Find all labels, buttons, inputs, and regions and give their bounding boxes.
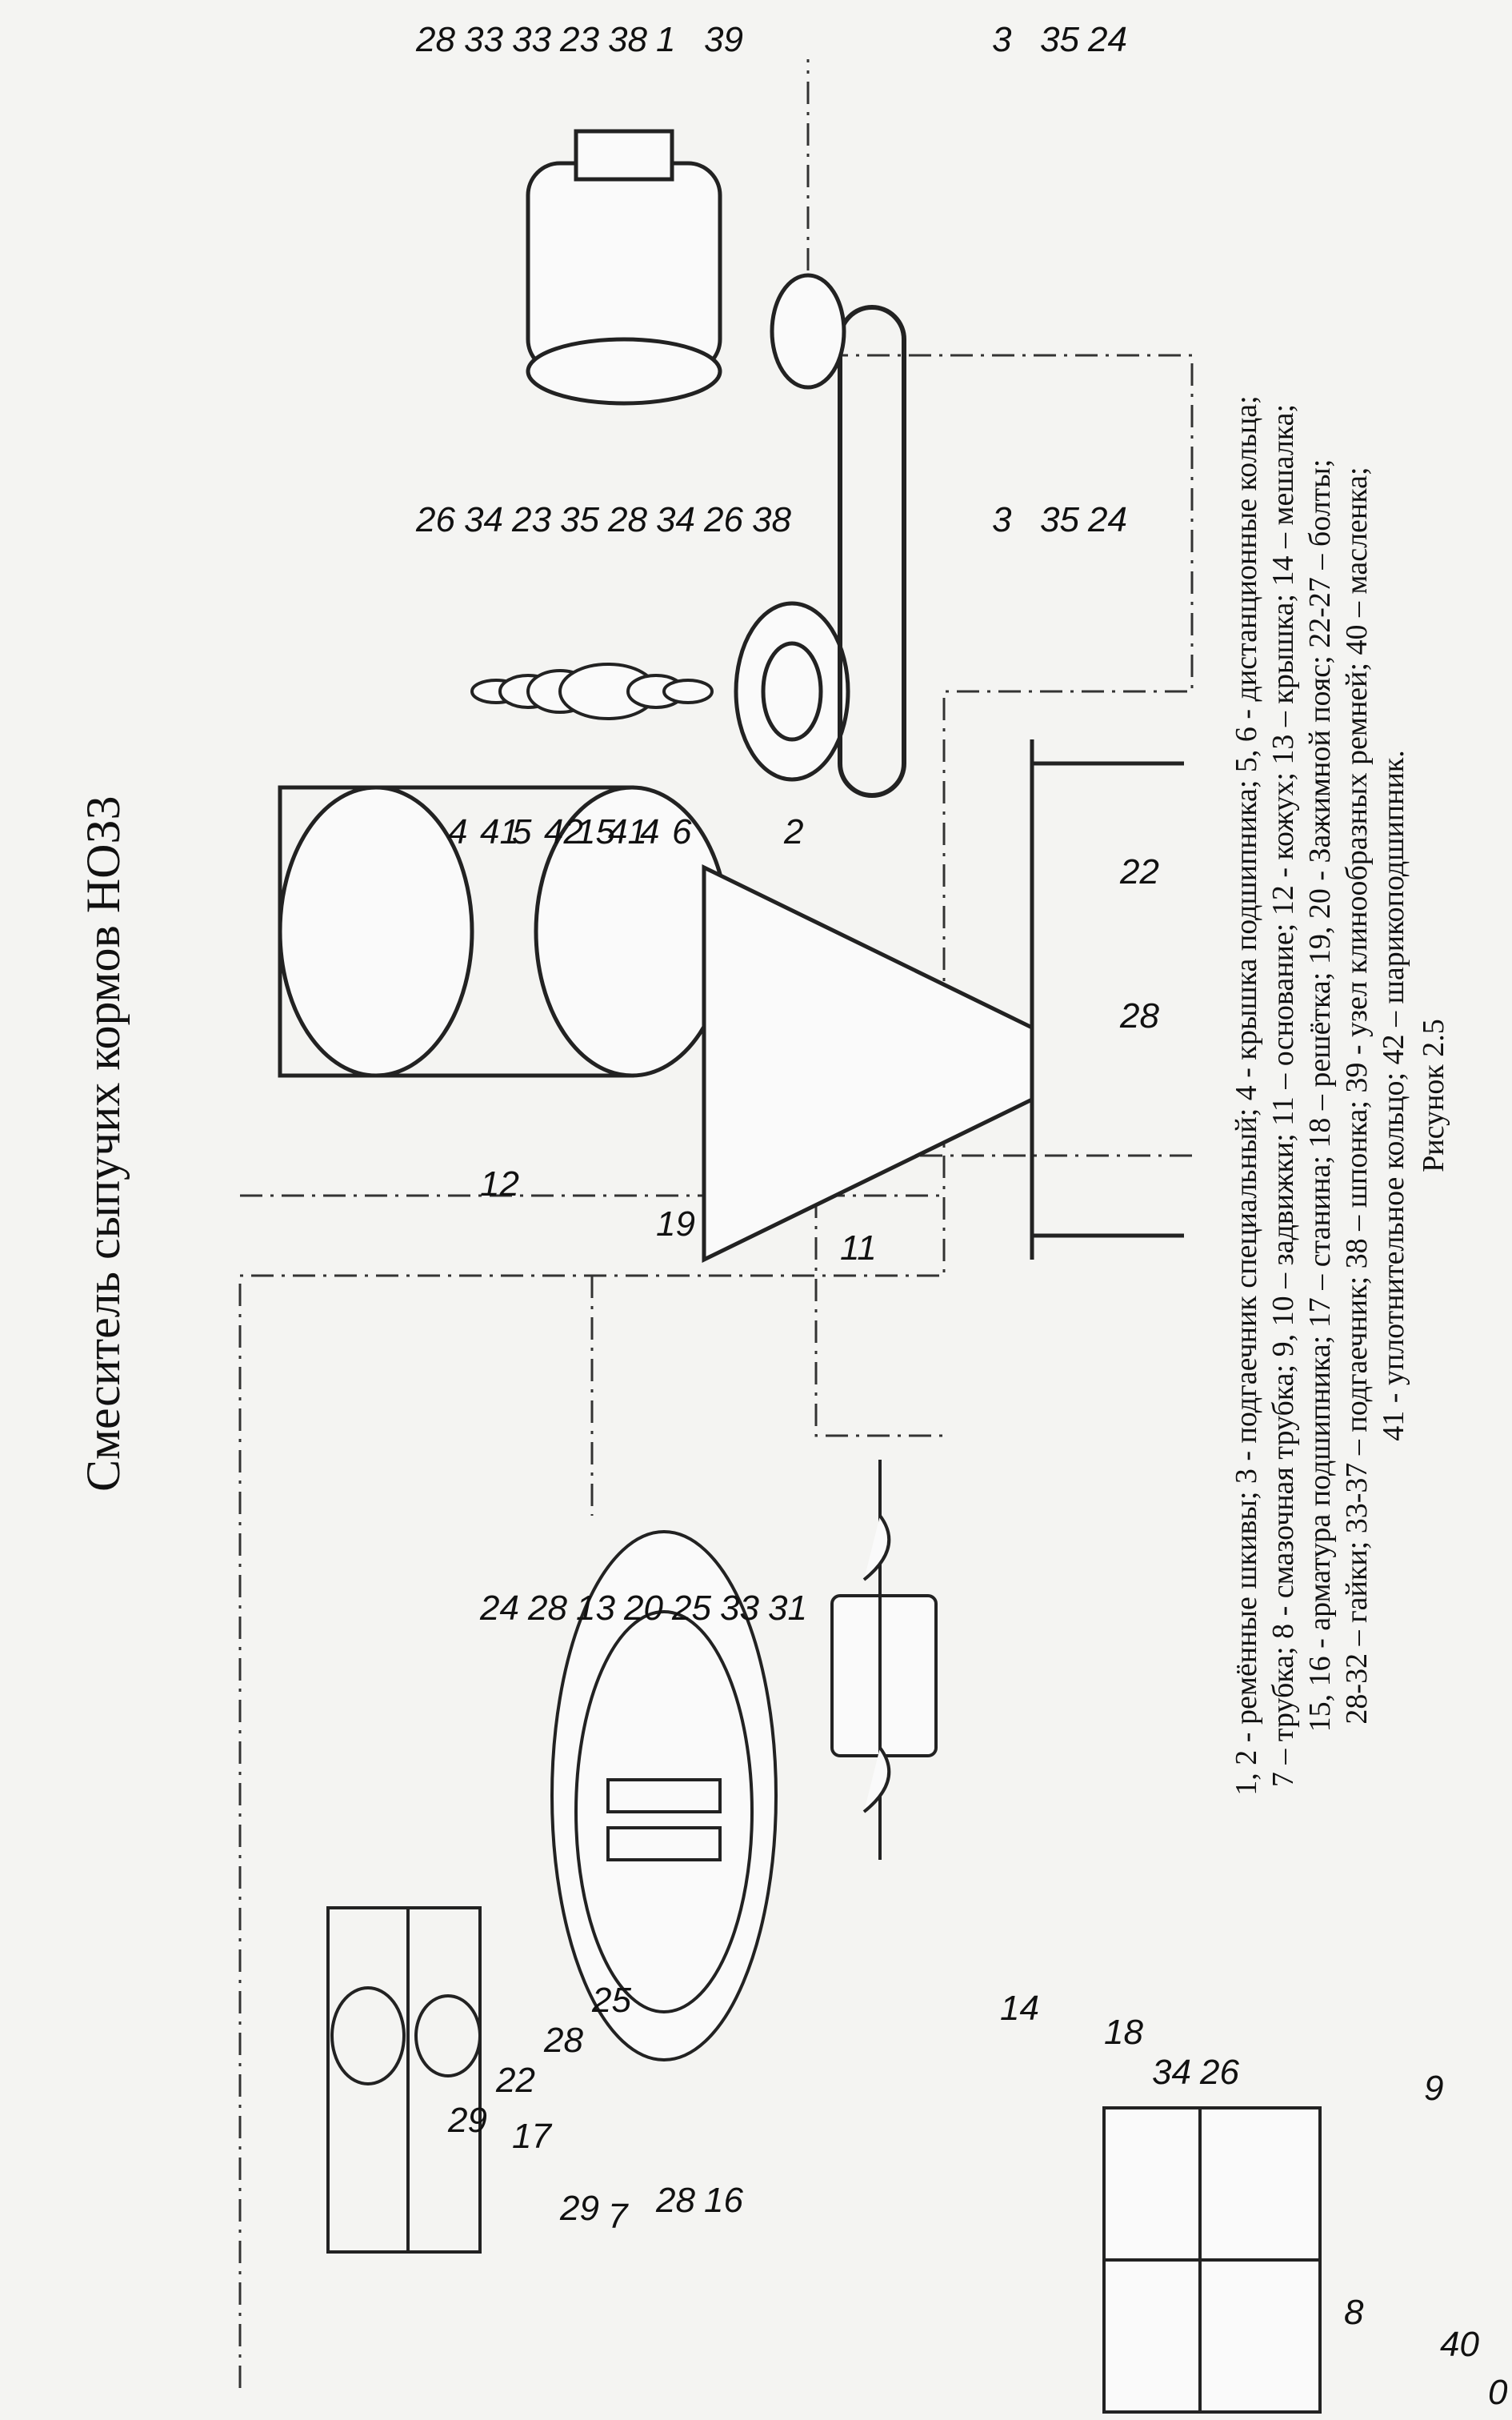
part-label-28: 28 — [655, 2181, 695, 2220]
part-label-24: 24 — [479, 1589, 519, 1628]
part-label-18: 18 — [1104, 2013, 1143, 2052]
part-label-28e: 28 — [607, 500, 647, 539]
bearing-stack — [470, 663, 714, 720]
mixer-14 — [830, 1460, 938, 1860]
part-label-26: 26 — [415, 500, 455, 539]
part-labels: 17 29 7 28 16 29 22 28 25 24 28 13 20 25… — [415, 20, 1508, 2412]
belt-39 — [838, 305, 906, 798]
part-label-38b: 38 — [608, 20, 647, 59]
motor — [526, 129, 846, 406]
part-label-28f: 28 — [415, 20, 455, 59]
caption-line: 41 - уплотнительное кольцо; 42 – шарикоп… — [1377, 750, 1410, 1441]
part-label-28b: 28 — [543, 2021, 583, 2060]
part-label-29b: 29 — [447, 2101, 487, 2140]
part-label-39: 39 — [704, 20, 743, 59]
part-label-4b: 4 — [640, 812, 659, 851]
part-label-22b: 22 — [1119, 852, 1159, 891]
caption-line: 7 – трубка; 8 - смазочная трубка; 9, 10 … — [1266, 403, 1300, 1788]
part-label-41: 41 — [480, 812, 519, 851]
figure-label: Рисунок 2.5 — [1417, 1019, 1450, 1172]
part-label-9: 9 — [1424, 2069, 1443, 2108]
part-label-14: 14 — [1000, 1989, 1039, 2028]
part-label-24c: 24 — [1087, 20, 1127, 59]
part-label-16: 16 — [704, 2181, 743, 2220]
part-label-3: 3 — [992, 500, 1012, 539]
part-label-34c: 34 — [1152, 2053, 1191, 2092]
caption-line: 28-32 – гайки; 33-37 – подгаечник; 38 – … — [1340, 467, 1374, 1725]
part-label-3b: 3 — [992, 20, 1012, 59]
part-label-42: 42 — [544, 812, 583, 851]
part-label-6: 6 — [672, 812, 692, 851]
part-label-40: 40 — [1440, 2325, 1479, 2364]
frame-17 — [326, 1906, 482, 2254]
figure-caption: 1, 2 - ремённые шкивы; 3 - подгаечник сп… — [1228, 35, 1412, 2156]
part-label-26b: 26 — [703, 500, 743, 539]
part-label-35b: 35 — [1040, 500, 1079, 539]
page-title: Смеситель сыпучих кормов НОЗ3 — [77, 795, 130, 1492]
part-label-28c: 28 — [527, 1589, 567, 1628]
part-label-34: 34 — [464, 500, 503, 539]
part-label-19: 19 — [656, 1204, 695, 1244]
part-label-26c: 26 — [1199, 2053, 1239, 2092]
part-label-17: 17 — [512, 2117, 552, 2156]
part-label-38: 38 — [752, 500, 791, 539]
caption-line: 15, 16 - арматура подшипника; 17 – стани… — [1303, 459, 1337, 1733]
stand-lower-left — [1102, 2106, 1322, 2414]
part-label-22: 22 — [495, 2061, 535, 2100]
part-label-5: 5 — [512, 812, 532, 851]
part-label-4: 4 — [448, 812, 467, 851]
part-label-23: 23 — [511, 500, 551, 539]
part-label-23b: 23 — [559, 20, 599, 59]
part-label-13: 13 — [576, 1589, 615, 1628]
part-label-35c: 35 — [1040, 20, 1079, 59]
part-label-15: 15 — [576, 812, 615, 851]
part-label-0: 0 — [1488, 2373, 1508, 2412]
part-label-25: 25 — [591, 1981, 631, 2020]
part-label-11: 11 — [840, 1228, 877, 1268]
part-label-33: 33 — [720, 1589, 759, 1628]
part-label-28d: 28 — [1119, 996, 1159, 1036]
part-label-34b: 34 — [656, 500, 695, 539]
part-label-2: 2 — [783, 812, 803, 851]
part-label-33b: 33 — [464, 20, 503, 59]
caption-line: 1, 2 - ремённые шкивы; 3 - подгаечник сп… — [1230, 395, 1263, 1796]
part-label-25b: 25 — [671, 1589, 711, 1628]
part-label-35: 35 — [560, 500, 599, 539]
cover-13 — [550, 1530, 778, 2061]
part-label-31: 31 — [768, 1589, 807, 1628]
pulley-2 — [734, 601, 850, 782]
casing-12 — [278, 739, 1184, 1264]
part-label-1: 1 — [656, 20, 675, 59]
part-label-20: 20 — [623, 1589, 663, 1628]
part-label-12: 12 — [480, 1164, 519, 1204]
part-label-8: 8 — [1344, 2293, 1364, 2332]
part-label-33c: 33 — [512, 20, 551, 59]
part-label-7: 7 — [608, 2197, 629, 2236]
part-label-41b: 41 — [608, 812, 647, 851]
part-label-29: 29 — [559, 2189, 599, 2228]
part-label-24b: 24 — [1087, 500, 1127, 539]
